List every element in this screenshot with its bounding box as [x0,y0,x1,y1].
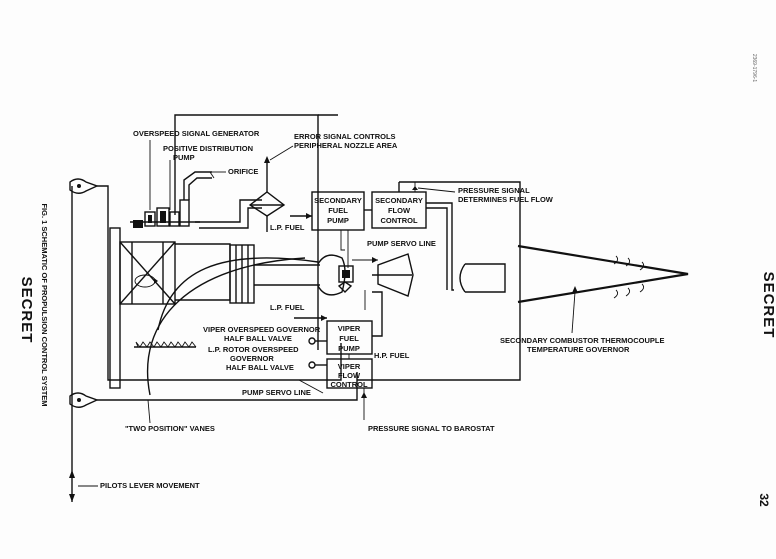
secondary-combustor-label-1: SECONDARY COMBUSTOR THERMOCOUPLE [500,336,664,345]
nozzle-actuator [248,156,286,232]
page-number: 32 [757,493,771,507]
secondary-flow-control-line1: SECONDARY [375,196,423,205]
hp-fuel-label: H.P. FUEL [374,351,410,360]
viper-flow-control-box: VIPER FLOW CONTROL [326,358,373,389]
secondary-flow-control-line3: CONTROL [380,216,417,225]
figure-caption: FIG. 1 SCHEMATIC OF PROPULSION CONTROL S… [40,203,49,406]
positive-distribution-pump-label-2: PUMP [173,153,195,162]
secondary-fuel-pump-line1: SECONDARY [314,196,362,205]
viper-overspeed-governor-label-1: VIPER OVERSPEED GOVERNOR [203,325,321,334]
lp-fuel-upper-label: L.P. FUEL [270,223,305,232]
secondary-flow-control-line2: FLOW [388,206,411,215]
pilot-linkages [97,185,358,401]
pressure-signal-fuel-flow-label-1: PRESSURE SIGNAL [458,186,530,195]
airflow-curves [134,257,319,396]
pressure-signal-barostat-label: PRESSURE SIGNAL TO BAROSTAT [368,424,495,433]
pilots-lever-movement-label: PILOTS LEVER MOVEMENT [100,481,200,490]
viper-fuel-pump-line3: PUMP [338,344,360,353]
viper-overspeed-governor-label-2: HALF BALL VALVE [224,334,292,343]
lp-rotor-governor-label-3: HALF BALL VALVE [226,363,294,372]
corner-mark: 2369-1796-1 [751,54,757,83]
viper-fuel-pump-box: VIPER FUEL PUMP [326,320,373,355]
lp-rotor-governor-label-2: GOVERNOR [230,354,274,363]
diagram-labels: OVERSPEED SIGNAL GENERATOR POSITIVE DIST… [100,129,664,490]
control-frame [174,114,521,381]
secondary-combustor-label-2: TEMPERATURE GOVERNOR [527,345,630,354]
two-position-vanes-label: "TWO POSITION" VANES [125,424,215,433]
error-signal-label-2: PERIPHERAL NOZZLE AREA [294,141,398,150]
overspeed-signal-generator-label: OVERSPEED SIGNAL GENERATOR [133,129,260,138]
lp-rotor-governor-label-1: L.P. ROTOR OVERSPEED [208,345,299,354]
secondary-fuel-pump-box: SECONDARY FUEL PUMP [311,191,365,231]
viper-engine [109,227,414,389]
pressure-signal-fuel-flow-label-2: DETERMINES FUEL FLOW [458,195,554,204]
viper-flow-control-line1: VIPER [338,362,361,371]
secondary-fuel-pump-line2: FUEL [328,206,348,215]
left-classification-label: SECRET [18,277,35,344]
viper-fuel-pump-line1: VIPER [338,324,361,333]
viper-fuel-pump-line2: FUEL [339,334,359,343]
pump-servo-line-lower-label: PUMP SERVO LINE [242,388,311,397]
error-signal-label-1: ERROR SIGNAL CONTROLS [294,132,396,141]
secondary-fuel-lines [290,182,454,291]
secondary-flow-control-box: SECONDARY FLOW CONTROL [371,191,427,229]
left-side-text: SECRET FIG. 1 SCHEMATIC OF PROPULSION CO… [18,203,49,406]
pump-servo-line-upper-label: PUMP SERVO LINE [367,239,436,248]
leader-lines [147,140,456,424]
secondary-combustor [459,244,689,334]
viper-flow-control-line2: FLOW [338,371,361,380]
lp-fuel-lower-label: L.P. FUEL [270,303,305,312]
secondary-fuel-pump-line3: PUMP [327,216,349,225]
pilot-lever [69,178,99,502]
orifice-label: ORIFICE [228,167,258,176]
shaft-valves [337,257,378,310]
viper-flow-control-line3: CONTROL [330,380,367,389]
right-side-text: SECRET 32 2369-1796-1 [751,54,776,507]
right-classification-label: SECRET [760,272,776,339]
viper-fuel-lines [294,291,383,420]
positive-distribution-pump-label-1: POSITIVE DISTRIBUTION [163,144,253,153]
